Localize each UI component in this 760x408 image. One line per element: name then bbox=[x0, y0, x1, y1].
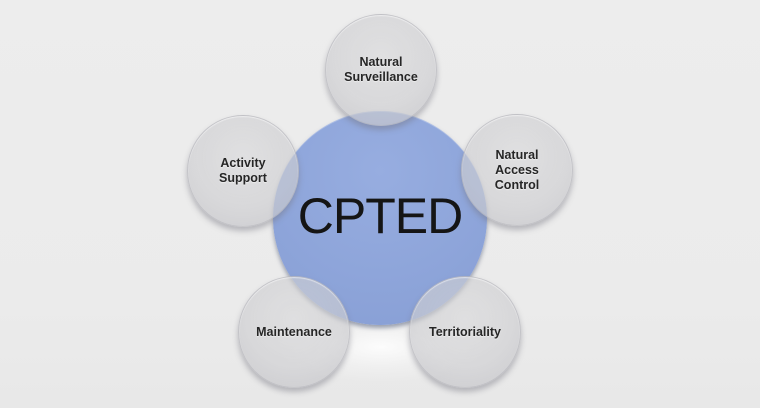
center-label: CPTED bbox=[297, 188, 463, 244]
node-label: Territoriality bbox=[429, 325, 501, 340]
node-label-line: Activity bbox=[220, 156, 266, 170]
node-natural-surveillance: Natural Surveillance bbox=[325, 14, 437, 126]
node-natural-access-control: Natural Access Control bbox=[461, 114, 573, 226]
node-label-line: Surveillance bbox=[344, 70, 418, 84]
node-label-line: Maintenance bbox=[256, 324, 332, 339]
node-label: Natural Surveillance bbox=[344, 55, 418, 85]
node-label: Activity Support bbox=[219, 156, 267, 186]
node-label-line: Territoriality bbox=[428, 324, 501, 339]
node-label-line: Natural bbox=[359, 55, 403, 69]
node-label: Natural Access Control bbox=[495, 148, 539, 193]
node-label-line: Control bbox=[494, 177, 540, 192]
node-label-line: Support bbox=[219, 171, 267, 185]
node-label-line: Natural bbox=[495, 147, 539, 162]
node-activity-support: Activity Support bbox=[187, 115, 299, 227]
node-territoriality: Territoriality bbox=[409, 276, 521, 388]
node-maintenance: Maintenance bbox=[238, 276, 350, 388]
node-label: Maintenance bbox=[256, 325, 332, 340]
node-label-line: Access bbox=[495, 162, 539, 177]
